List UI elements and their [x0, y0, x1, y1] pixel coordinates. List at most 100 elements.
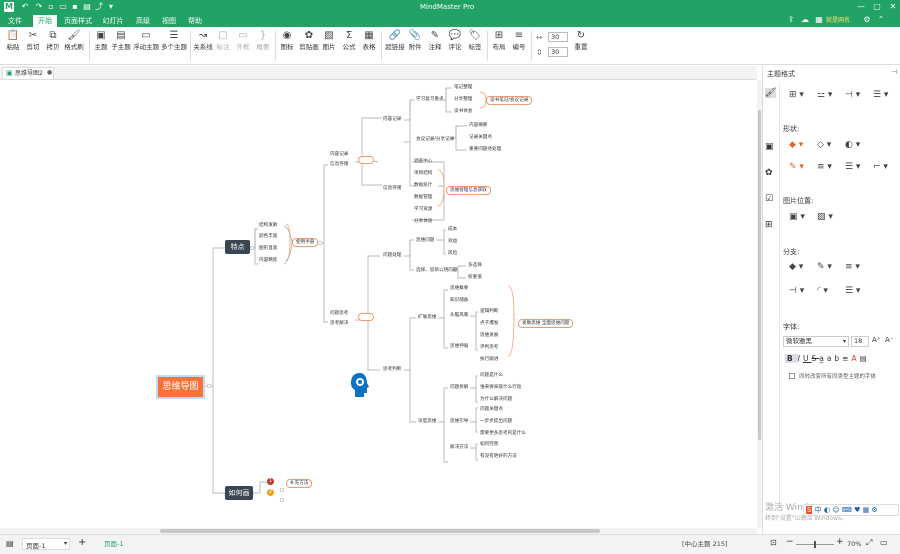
relationship-button[interactable]: ↝关系线 [193, 30, 213, 51]
study-tag[interactable]: 读书笔记/会议记录 [486, 96, 533, 105]
leaf[interactable]: 为什么解决问题 [480, 397, 513, 402]
page-tab[interactable]: 页面-1 [104, 540, 124, 548]
copy-button[interactable]: ⧉拷贝 [44, 29, 62, 63]
leaf[interactable]: 内容摘要 [469, 123, 488, 128]
spacing-v-input[interactable]: 30 [548, 47, 568, 57]
shadow-icon[interactable]: ◐ ▾ [845, 140, 861, 150]
format-brush-icon[interactable]: 🖌 [765, 88, 777, 98]
leaf[interactable]: 问题拆解 [450, 385, 469, 390]
leaf[interactable]: 效益 [448, 239, 458, 244]
leaf[interactable]: 风险 [448, 251, 458, 256]
topic-l4[interactable]: 深度思维 [418, 419, 437, 424]
topic-l4[interactable]: 信息存储 [383, 186, 402, 191]
spacing-h-input[interactable]: 30 [548, 32, 568, 42]
fill-color-icon[interactable]: ◆ ▾ [789, 140, 804, 150]
layout-style-icon[interactable]: ⊞ ▾ [789, 90, 804, 100]
maximize-icon[interactable]: ▢ [873, 2, 881, 11]
brain-tag[interactable]: 发散思维 全面思维问题 [518, 319, 574, 328]
topic-l3[interactable]: 问题处理 [383, 253, 402, 258]
note-button[interactable]: ✎注释 [426, 29, 444, 63]
strikethrough-icon[interactable]: S [811, 354, 820, 363]
image-pos-icon[interactable]: ▨ ▾ [817, 212, 833, 222]
connector-style-icon[interactable]: ⊣ ▾ [845, 90, 861, 100]
multi-topic-button[interactable]: ☰多个主题 [161, 30, 187, 51]
leaf[interactable]: 分享体验 [414, 219, 433, 224]
leaf[interactable]: 点子爆发 [480, 321, 499, 326]
border-dash-icon[interactable]: ☰ ▾ [845, 162, 861, 172]
leaf[interactable]: 数据管理 [414, 195, 433, 200]
hyperlink-button[interactable]: 🔗超链接 [385, 30, 405, 51]
shape-select-icon[interactable]: ◇ ▾ [817, 140, 832, 150]
tag-button[interactable]: 🏷标签 [466, 29, 484, 63]
font-color-icon[interactable]: A [851, 354, 860, 363]
decrease-font-icon[interactable]: A⁻ [885, 336, 894, 344]
page-select[interactable]: 页面-1 ▾ [22, 538, 70, 550]
leaf[interactable]: 问题是什么 [480, 373, 503, 378]
branch-fill-icon[interactable]: ◆ ▾ [789, 262, 804, 272]
comment-button[interactable]: 💬评论 [446, 29, 464, 63]
leaf[interactable]: 成本 [448, 227, 458, 232]
grid-icon[interactable]: ▦ [815, 15, 823, 24]
icon-button[interactable]: ◉图标 [278, 29, 296, 63]
tree-layout-icon[interactable]: ⚍ ▾ [817, 90, 833, 100]
leaf[interactable]: 重要问题待处理 [469, 147, 502, 152]
task-icon[interactable]: ☑ [765, 194, 774, 204]
open-icon[interactable]: ▭ [59, 2, 67, 11]
leaf[interactable]: 项目结构 [414, 171, 433, 176]
root-topic[interactable]: 思维导图 [156, 375, 205, 399]
branch-curve-icon[interactable]: ◜ ▾ [817, 286, 828, 296]
leaf[interactable]: 执行跟进 [480, 357, 499, 362]
subtopic-button[interactable]: ▤子主题 [111, 30, 131, 51]
vertical-scrollbar[interactable] [757, 80, 762, 528]
share-icon[interactable]: ⇪ [787, 15, 795, 24]
ime-toolbar[interactable]: S 中 ◐ ☺ ⌨ ♥ ▦ ⚙ [803, 504, 899, 516]
attachment-button[interactable]: 📎附件 [406, 29, 424, 63]
tab-slides[interactable]: 幻灯片 [102, 17, 124, 25]
leaf[interactable]: 需要更多思考的是什么 [480, 431, 526, 436]
topic-l4[interactable]: 选择、思辨公钥问题 [416, 268, 458, 273]
tab-file[interactable]: 文件 [8, 17, 22, 25]
cut-button[interactable]: ✂剪切 [24, 29, 42, 63]
leaf[interactable]: 学习资源 [414, 207, 433, 212]
reset-button[interactable]: ↻重置 [572, 29, 590, 63]
leaf[interactable]: 一步步提出问题 [480, 419, 513, 424]
new-icon[interactable]: ▫ [48, 2, 54, 11]
table-button[interactable]: ▦表格 [360, 29, 378, 63]
branch-features[interactable]: 特点 [225, 240, 250, 254]
tab-page-style[interactable]: 页面样式 [64, 17, 92, 25]
align-icon[interactable]: ≡ [842, 354, 852, 363]
tab-home[interactable]: 开始 [33, 15, 57, 27]
customize-icon[interactable]: ▾ [108, 2, 113, 11]
leaf[interactable]: 思维概要 [450, 286, 469, 291]
bold-icon[interactable]: B [785, 354, 798, 363]
page-list-icon[interactable]: ▤ [6, 539, 14, 548]
summary-bubble[interactable] [358, 156, 374, 164]
minimize-icon[interactable]: — [857, 2, 865, 11]
leaf[interactable]: 数据统计 [414, 183, 433, 188]
topic-l2[interactable]: 内容记录 [330, 152, 349, 157]
picture-button[interactable]: ▨图片 [320, 29, 338, 63]
doc-tab-close-icon[interactable]: ● [47, 69, 53, 76]
topic-l3[interactable]: 思考判断 [383, 367, 402, 372]
horizontal-scrollbar[interactable] [0, 528, 757, 534]
leaf[interactable]: 笔记整理 [454, 85, 473, 90]
increase-font-icon[interactable]: A⁺ [872, 336, 881, 344]
store-tag[interactable]: 思维管理信息获取 [446, 186, 491, 195]
border-weight-icon[interactable]: ≡ ▾ [817, 162, 832, 172]
leaf[interactable]: 思维发展 [480, 333, 499, 338]
branch-color-icon[interactable]: ✎ ▾ [817, 262, 832, 272]
apply-same-checkbox[interactable] [789, 373, 795, 379]
marker-badge-1[interactable]: 1 [267, 478, 274, 485]
topic-l3[interactable]: 内容记录 [383, 117, 402, 122]
boundary-button[interactable]: ▭外框 [234, 29, 252, 63]
add-page-icon[interactable]: + [78, 537, 87, 548]
italic-icon[interactable]: I [797, 354, 803, 363]
callout-button[interactable]: ▢标注 [214, 29, 232, 63]
doc-tab[interactable]: ▣ 思维导图2 ● [2, 67, 54, 79]
image-pos-left-icon[interactable]: ▣ ▾ [789, 212, 805, 222]
redo-icon[interactable]: ↷ [35, 2, 43, 11]
leaf[interactable]: 读书体会 [454, 109, 473, 114]
how-to-label[interactable]: 补充方法 [286, 479, 313, 488]
case-icon[interactable]: a̲ [819, 354, 827, 363]
